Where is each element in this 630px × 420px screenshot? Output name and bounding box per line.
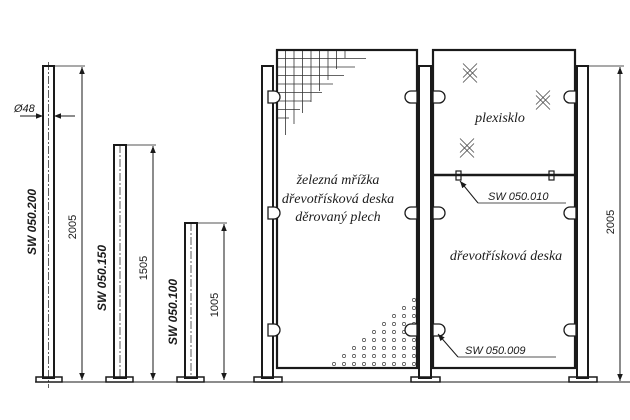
- perforation-hole: [392, 314, 396, 318]
- perforation-hole: [402, 322, 406, 326]
- perforation-hole: [392, 322, 396, 326]
- cross-mark: [535, 95, 551, 110]
- perforation-pattern: [332, 298, 416, 366]
- clamp: [267, 90, 281, 104]
- perforation-hole: [412, 314, 416, 318]
- perforation-hole: [352, 362, 356, 366]
- clamp: [404, 323, 418, 337]
- post-code: SW 050.100: [166, 279, 180, 345]
- post-sw-050-150: 1505 SW 050.150: [95, 144, 156, 383]
- perforation-hole: [352, 346, 356, 350]
- perforation-hole: [402, 346, 406, 350]
- perforation-hole: [392, 354, 396, 358]
- perforation-hole: [382, 322, 386, 326]
- clamps: [267, 90, 577, 337]
- perforation-hole: [362, 362, 366, 366]
- perforation-hole: [372, 346, 376, 350]
- perforation-hole: [372, 338, 376, 342]
- perforation-hole: [382, 338, 386, 342]
- chipboard-label: dřevotřísková deska: [450, 249, 562, 264]
- perforation-hole: [342, 354, 346, 358]
- mesh-pattern: [276, 49, 377, 146]
- perforation-hole: [412, 346, 416, 350]
- perforation-hole: [382, 362, 386, 366]
- clamp: [404, 206, 418, 220]
- post-code: SW 050.200: [25, 189, 39, 255]
- assembly-post: [576, 65, 589, 379]
- clamp: [563, 323, 577, 337]
- perforation-hole: [402, 338, 406, 342]
- perforation-hole: [362, 346, 366, 350]
- clamp: [267, 206, 281, 220]
- clamp: [267, 323, 281, 337]
- post-sw-050-100: 1005 SW 050.100: [166, 222, 227, 383]
- post-height: 1005: [209, 293, 221, 317]
- perforation-hole: [382, 354, 386, 358]
- panel-label: děrovaný plech: [295, 210, 380, 225]
- perforation-hole: [372, 330, 376, 334]
- post-sw-050-200: 2005 SW 050.200 Ø48: [13, 62, 85, 388]
- perforation-hole: [392, 346, 396, 350]
- perforation-hole: [412, 298, 416, 302]
- panel-label: dřevotřísková deska: [282, 192, 394, 207]
- cross-mark: [462, 68, 478, 83]
- perforation-hole: [402, 354, 406, 358]
- perforation-hole: [402, 306, 406, 310]
- plexiglass-marks: [459, 63, 551, 158]
- perforation-hole: [342, 362, 346, 366]
- fence-assembly: železná mřížka dřevotřísková deska děrov…: [253, 48, 624, 383]
- perforation-hole: [372, 362, 376, 366]
- perforation-hole: [362, 338, 366, 342]
- clamp: [563, 206, 577, 220]
- perforation-hole: [412, 354, 416, 358]
- plexiglass-label: plexisklo: [474, 111, 525, 126]
- left-panel: [275, 48, 419, 370]
- panel-label: železná mřížka: [296, 173, 380, 188]
- clamp: [432, 323, 446, 337]
- cross-mark: [459, 143, 475, 158]
- clamp-label: SW 050.009: [465, 345, 526, 357]
- post-code: SW 050.150: [95, 245, 109, 311]
- perforation-hole: [372, 354, 376, 358]
- cross-mark: [459, 138, 475, 153]
- cross-mark: [535, 90, 551, 105]
- perforation-hole: [392, 330, 396, 334]
- connector: [548, 170, 555, 181]
- perforation-hole: [412, 362, 416, 366]
- perforation-hole: [412, 306, 416, 310]
- post-height: 1505: [138, 256, 150, 280]
- perforation-hole: [362, 354, 366, 358]
- assembly-post: [418, 65, 432, 379]
- clamp: [432, 206, 446, 220]
- assembly-height: 2005: [605, 210, 617, 234]
- post-height: 2005: [67, 215, 79, 239]
- clamp: [432, 90, 446, 104]
- perforation-hole: [402, 362, 406, 366]
- clamp: [563, 90, 577, 104]
- perforation-hole: [352, 354, 356, 358]
- cross-mark: [462, 63, 478, 78]
- diameter-label: Ø48: [13, 103, 36, 115]
- perforation-hole: [402, 314, 406, 318]
- perforation-hole: [332, 362, 336, 366]
- perforation-hole: [392, 362, 396, 366]
- right-panel: [431, 48, 577, 370]
- perforation-hole: [412, 338, 416, 342]
- clamp: [404, 90, 418, 104]
- connector-label: SW 050.010: [488, 191, 549, 203]
- connector: [455, 170, 462, 181]
- perforation-hole: [392, 338, 396, 342]
- perforation-hole: [382, 346, 386, 350]
- perforation-hole: [382, 330, 386, 334]
- assembly-post: [261, 65, 274, 379]
